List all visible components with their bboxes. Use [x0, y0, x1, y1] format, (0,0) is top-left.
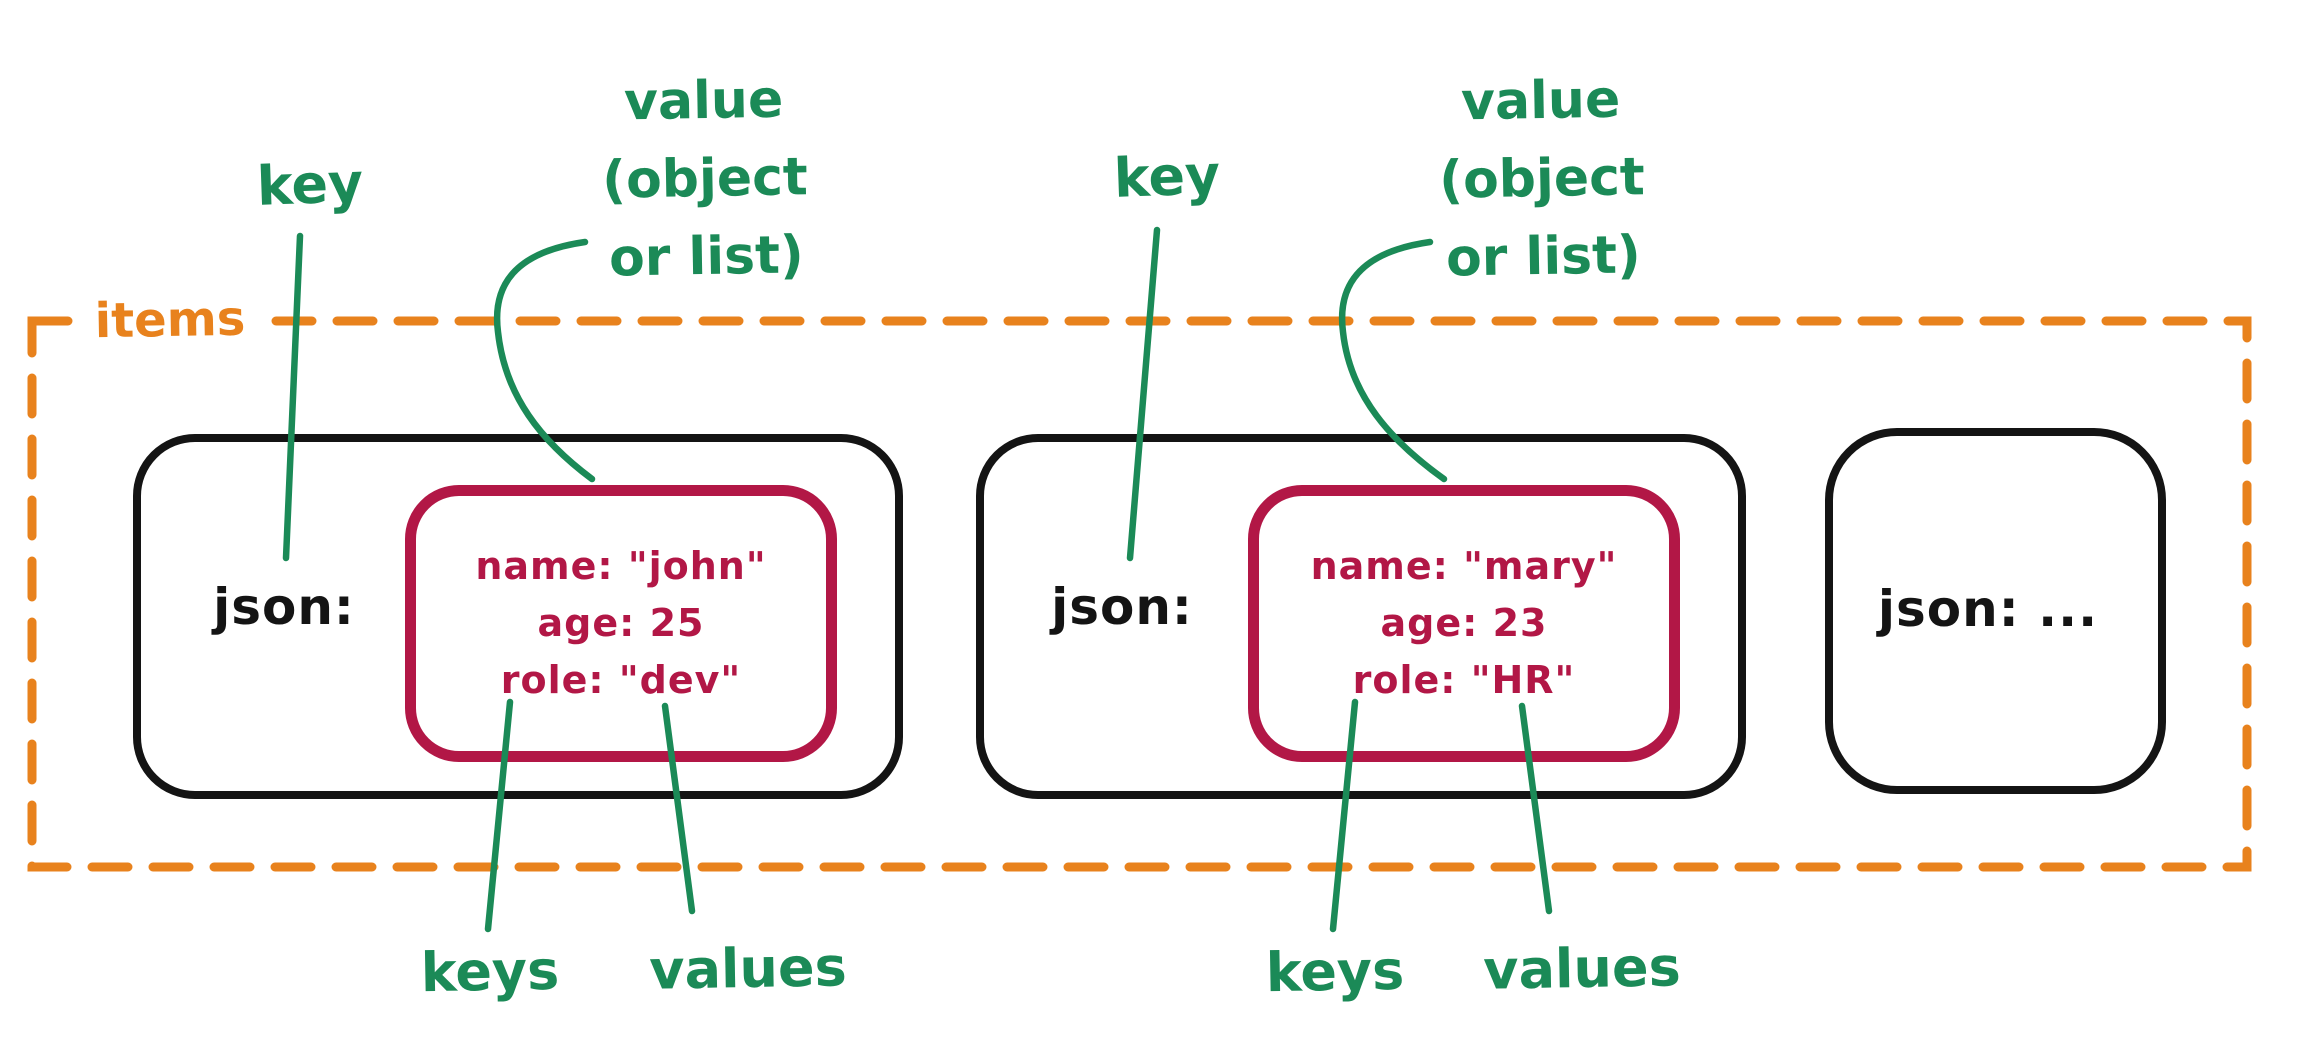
key-annotation-label-1: key	[255, 151, 365, 218]
keys-annotation-label-1: keys	[420, 938, 560, 1005]
json-key-text-1: json:	[213, 578, 355, 636]
json-key-text-2: json:	[1051, 578, 1193, 636]
json-key-text-3: json: ...	[1877, 580, 2099, 638]
values-annotation-label-2: values	[1482, 935, 1682, 1002]
json-object-box-2: name: "mary" age: 23 role: "HR"	[1248, 485, 1680, 762]
object-line-age: age: 23	[1380, 601, 1548, 645]
value-annotation-label-2: value (object or list)	[1340, 59, 1744, 300]
object-line-name: name: "mary"	[1310, 544, 1618, 588]
value-annotation-line: value	[1460, 69, 1621, 133]
value-annotation-line: (object	[601, 147, 809, 211]
value-annotation-line: or list)	[1445, 225, 1642, 289]
value-annotation-label-1: value (object or list)	[503, 59, 907, 300]
key-annotation-label-2: key	[1112, 143, 1222, 210]
object-line-age: age: 25	[537, 601, 705, 645]
value-annotation-line: value	[623, 69, 784, 133]
value-annotation-line: or list)	[608, 225, 805, 289]
values-annotation-label-1: values	[648, 935, 848, 1002]
keys-annotation-label-2: keys	[1265, 938, 1405, 1005]
value-annotation-line: (object	[1438, 147, 1646, 211]
object-line-name: name: "john"	[475, 544, 767, 588]
object-line-role: role: "dev"	[500, 658, 742, 702]
object-line-role: role: "HR"	[1352, 658, 1576, 702]
json-object-box-1: name: "john" age: 25 role: "dev"	[405, 485, 837, 762]
items-group-label: items	[79, 290, 261, 350]
